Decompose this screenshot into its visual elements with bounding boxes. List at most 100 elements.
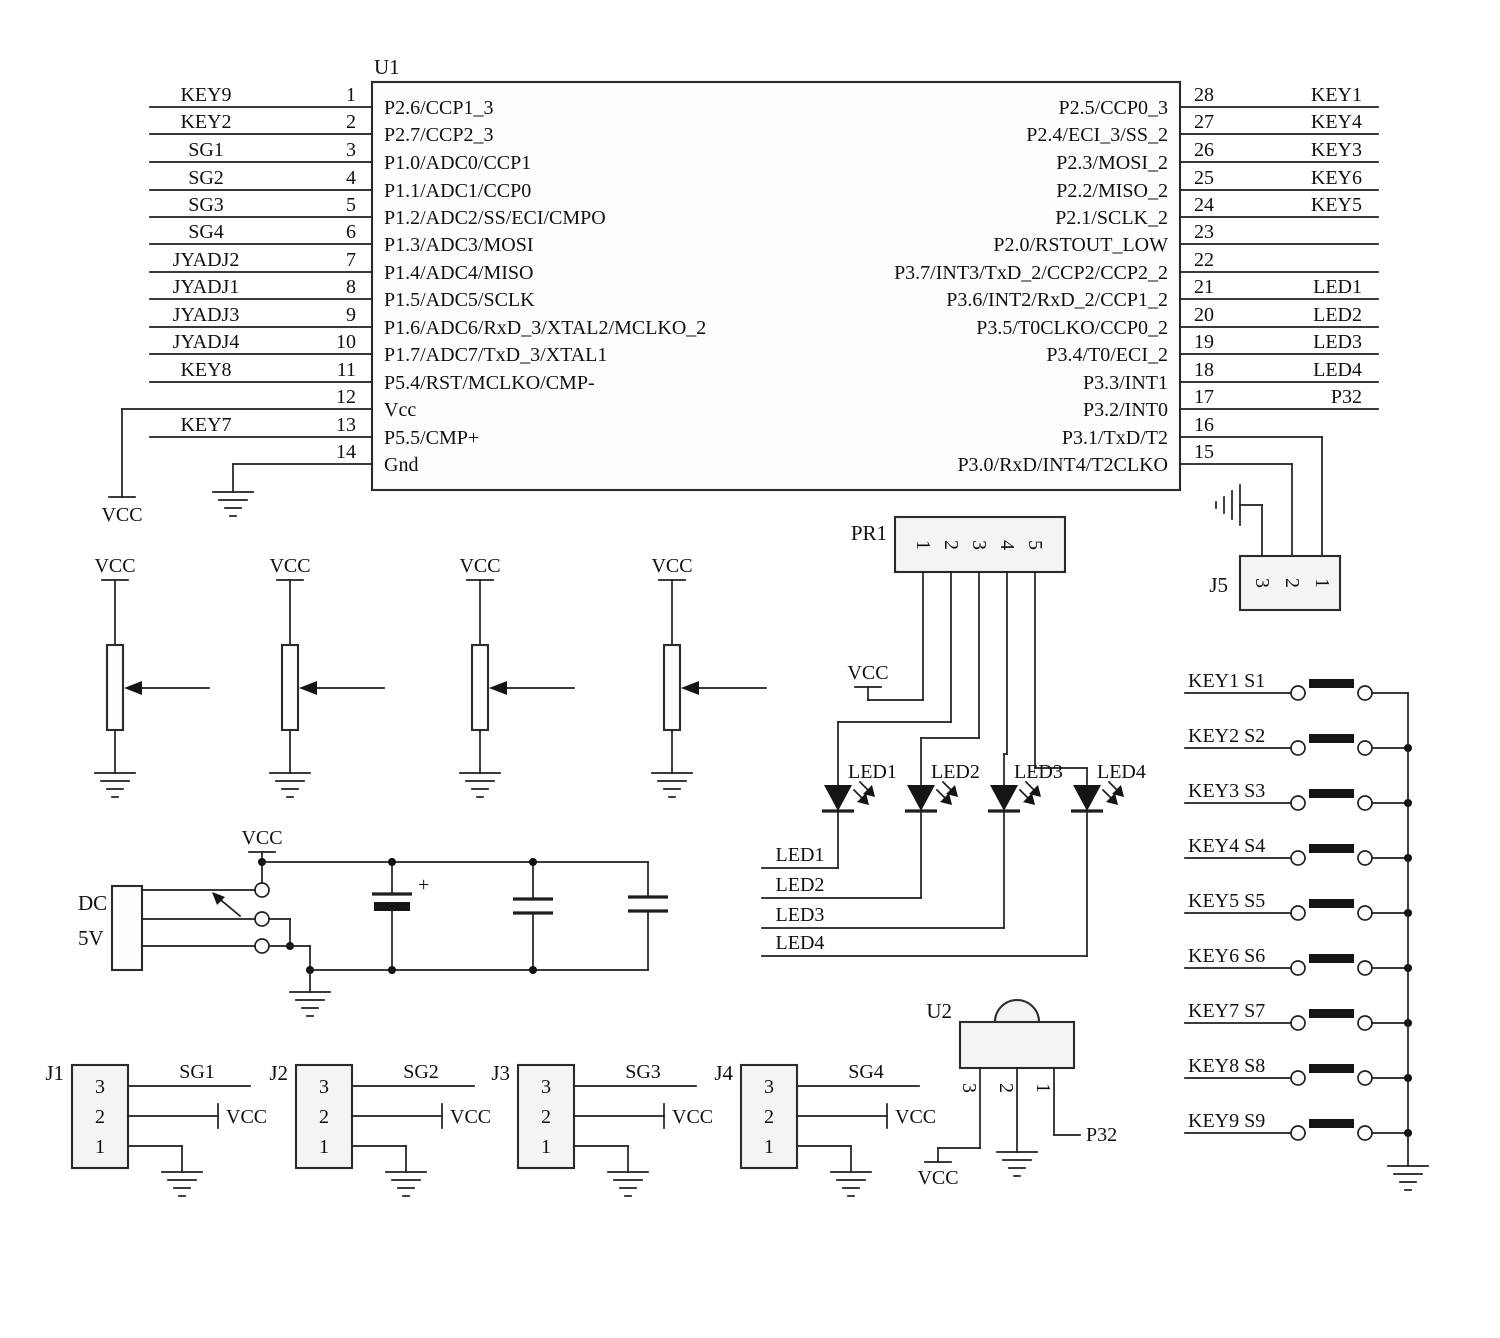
net-label: KEY4	[1311, 111, 1362, 133]
net-label: SG4	[188, 221, 224, 243]
net-label: KEY9	[180, 84, 231, 106]
ground-icon	[607, 1171, 649, 1197]
key-switch-row: KEY6 S6	[1184, 945, 1412, 976]
led-name: LED4	[1097, 761, 1146, 783]
switch-terminal	[1357, 850, 1373, 866]
j5-body	[1238, 554, 1342, 612]
net-label: LED3	[776, 904, 825, 926]
u1-right-pin: 17 P3.2/INT0 P32	[1083, 386, 1379, 421]
wiper-arrow-icon	[299, 681, 317, 695]
pr1-ref: PR1	[851, 521, 887, 545]
u1-left-pin: 8 P1.5/ADC5/SCLK JYADJ1	[149, 276, 535, 311]
vcc-label: VCC	[94, 555, 135, 577]
pin-number: 15	[1194, 441, 1214, 463]
j5-pin-number: 3	[1251, 578, 1273, 588]
led-indicator: LED4 LED4	[761, 761, 1146, 957]
pin-number: 17	[1194, 386, 1214, 408]
dc-jack-body	[110, 884, 144, 972]
u1-left-pin: 6 P1.3/ADC3/MOSI SG4	[149, 221, 533, 256]
net-label: LED3	[1313, 331, 1362, 353]
ground-icon	[269, 772, 311, 798]
pr1-pin-number: 3	[968, 540, 990, 550]
pin-number: 23	[1194, 221, 1214, 243]
u1-left-pin: 2 P2.7/CCP2_3 KEY2	[149, 111, 493, 146]
light-emission-arrow-icon	[1025, 781, 1042, 798]
pin-name: P5.5/CMP+	[384, 427, 479, 449]
led-name: LED2	[931, 761, 980, 783]
dc-power-input: DC 5V VCC +	[78, 827, 668, 1017]
pin-name: P3.3/INT1	[1083, 372, 1168, 394]
pin-name: P1.2/ADC2/SS/ECI/CMPO	[384, 207, 606, 229]
net-label: SG3	[625, 1061, 661, 1083]
connector-pin-number: 2	[319, 1106, 329, 1128]
pin-name: P2.4/ECI_3/SS_2	[1026, 124, 1168, 146]
u2-ref: U2	[926, 999, 952, 1023]
u1-right-pin: 22 P3.7/INT3/TxD_2/CCP2/CCP2_2	[894, 249, 1379, 284]
u1-left-pin-vcc: 12 Vcc VCC	[101, 386, 416, 526]
net-label: LED2	[776, 874, 825, 896]
switch-terminal	[1290, 1125, 1306, 1141]
switch-terminal	[1290, 1070, 1306, 1086]
key-label: KEY6 S6	[1188, 945, 1265, 967]
net-label: KEY6	[1311, 167, 1362, 189]
dc-label: DC	[78, 891, 107, 915]
u1-left-pin: 10 P1.7/ADC7/TxD_3/XTAL1 JYADJ4	[149, 331, 607, 366]
net-label: SG4	[848, 1061, 884, 1083]
key-switch-row: KEY7 S7	[1184, 1000, 1412, 1031]
pin-number: 13	[336, 414, 356, 436]
pin-number: 18	[1194, 359, 1214, 381]
net-label: JYADJ4	[173, 331, 240, 353]
light-emission-arrow-icon	[942, 781, 959, 798]
jack-terminal	[254, 938, 270, 954]
connector-body	[294, 1063, 354, 1170]
u1-left-pin: 1 P2.6/CCP1_3 KEY9	[149, 84, 493, 119]
pin-name: P3.4/T0/ECI_2	[1046, 344, 1168, 366]
net-label: LED2	[1313, 304, 1362, 326]
u1-right-pin: 21 P3.6/INT2/RxD_2/CCP1_2 LED1	[946, 276, 1379, 311]
pin-name: P3.0/RxD/INT4/T2CLKO	[957, 454, 1168, 476]
ground-icon	[830, 1171, 872, 1197]
ground-icon	[459, 772, 501, 798]
wiper-arrow-icon	[681, 681, 699, 695]
potentiometer: VCC	[94, 555, 210, 798]
pin-number: 19	[1194, 331, 1214, 353]
u2-pin-number: 3	[958, 1083, 980, 1093]
net-label: KEY1	[1311, 84, 1362, 106]
net-label: KEY2	[180, 111, 231, 133]
switch-cap	[1309, 1064, 1354, 1073]
switch-terminal	[1357, 1125, 1373, 1141]
vcc-label: VCC	[241, 827, 282, 849]
vcc-label: VCC	[917, 1167, 958, 1189]
potentiometer: VCC	[651, 555, 767, 798]
key-label: KEY3 S3	[1188, 780, 1265, 802]
u2-dome	[993, 998, 1041, 1024]
pin-number: 3	[346, 139, 356, 161]
ground-icon	[94, 772, 136, 798]
vcc-label: VCC	[651, 555, 692, 577]
u1-left-pin: 9 P1.6/ADC6/RxD_3/XTAL2/MCLKO_2 JYADJ3	[149, 304, 706, 339]
connector-pin-number: 2	[764, 1106, 774, 1128]
net-label: SG1	[179, 1061, 215, 1083]
pin-name: P2.7/CCP2_3	[384, 124, 493, 146]
ground-icon	[385, 1171, 427, 1197]
led-name: LED3	[1014, 761, 1063, 783]
pin-number: 10	[336, 331, 356, 353]
connector-pin-number: 3	[764, 1076, 774, 1098]
switch-terminal	[1357, 685, 1373, 701]
key-label: KEY1 S1	[1188, 670, 1265, 692]
pin-number: 4	[346, 167, 356, 189]
switch-cap	[1309, 789, 1354, 798]
net-label: JYADJ3	[173, 304, 240, 326]
key-label: KEY7 S7	[1188, 1000, 1265, 1022]
connector-pin-number: 1	[95, 1136, 105, 1158]
key-label: KEY5 S5	[1188, 890, 1265, 912]
u1-ref: U1	[374, 55, 400, 79]
pin-name: P1.0/ADC0/CCP1	[384, 152, 531, 174]
pin-name: P1.5/ADC5/SCLK	[384, 289, 535, 311]
u1-right-pin: 18 P3.3/INT1 LED4	[1083, 359, 1379, 394]
switch-terminal	[1290, 905, 1306, 921]
pr1-body	[893, 515, 1067, 574]
pin-number: 28	[1194, 84, 1214, 106]
ground-icon	[1215, 484, 1241, 526]
u1-mcu: U1 1 P2.6/CCP1_3 KEY9 2 P2.7/CCP2_3 KEY2…	[101, 55, 1379, 557]
